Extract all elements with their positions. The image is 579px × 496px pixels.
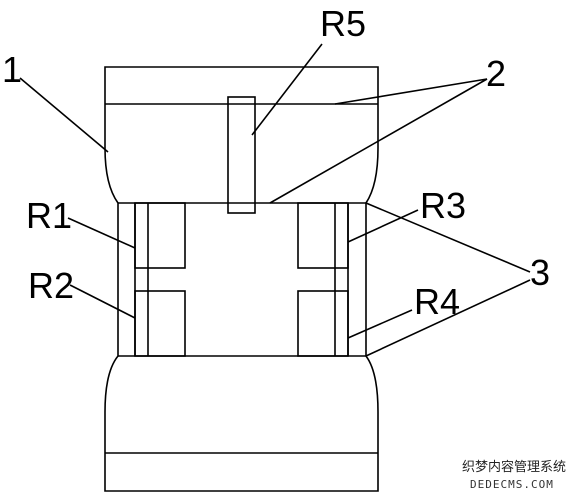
label-2: 2 [486,53,506,94]
leader-3b [365,279,531,357]
leader-2a [334,78,488,105]
leader-r1 [67,217,136,249]
watermark-line1: 织梦内容管理系统 [462,459,566,475]
gauge-r2 [134,290,186,357]
leader-2b [269,78,488,204]
label-r2: R2 [28,265,74,306]
label-r1: R1 [26,195,72,236]
label-3: 3 [530,252,550,293]
gauge-r4 [297,290,349,357]
label-r3: R3 [420,185,466,226]
leader-r5 [251,43,323,136]
watermark-line2: DEDECMS.COM [470,478,554,491]
leader-r3 [347,209,419,243]
label-r5: R5 [320,3,366,44]
body-outline [104,66,379,492]
leader-r4 [347,309,413,339]
label-r4: R4 [414,281,460,322]
gauge-r1 [134,202,186,269]
label-1: 1 [2,49,22,90]
leader-3a [365,202,531,273]
leader-1 [19,77,109,153]
gauge-r3 [297,202,349,269]
leader-r2 [69,284,136,319]
gauge-r5 [227,96,256,214]
